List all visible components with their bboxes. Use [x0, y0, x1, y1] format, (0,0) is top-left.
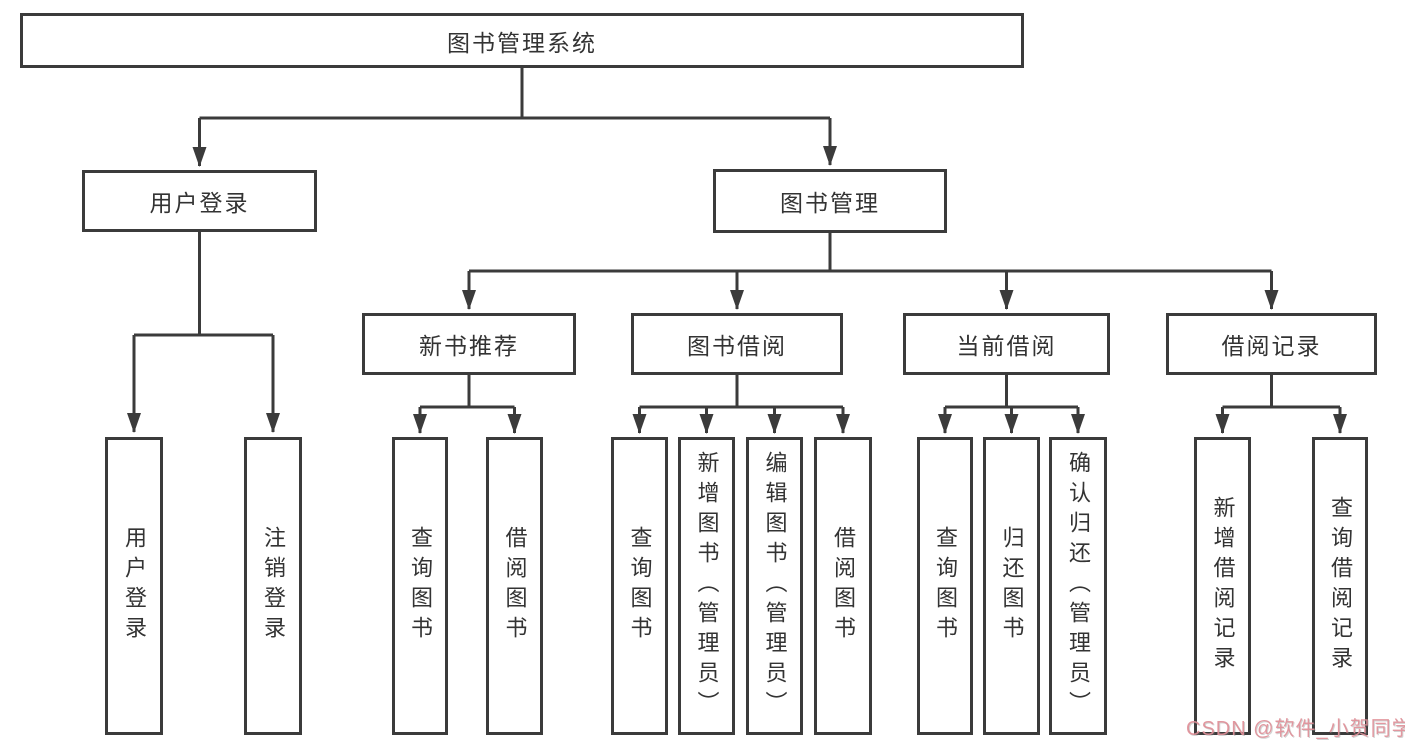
- node-current-borrow-label: 当前借阅: [956, 333, 1057, 359]
- node-user-login: 用户登录: [82, 170, 317, 232]
- leaf-query-borrow-record: 查询借阅记录: [1312, 437, 1368, 735]
- leaf-query-books-current-label: 查询图书: [933, 526, 958, 646]
- leaf-add-books-admin: 新增图书（管理员）: [678, 437, 735, 735]
- csdn-watermark: CSDN @软件_小贺同学: [1186, 718, 1405, 740]
- leaf-query-books-recommend: 查询图书: [392, 437, 448, 735]
- node-book-borrow-label: 图书借阅: [687, 333, 787, 359]
- leaf-user-login-label: 用户登录: [122, 526, 147, 646]
- leaf-query-books-borrow-label: 查询图书: [627, 526, 653, 646]
- leaf-edit-books-admin-label: 编辑图书（管理员）: [762, 451, 788, 721]
- node-current-borrow: 当前借阅: [903, 313, 1110, 375]
- leaf-add-borrow-record-label: 新增借阅记录: [1210, 496, 1236, 676]
- node-book-borrow: 图书借阅: [631, 313, 843, 375]
- leaf-edit-books-admin: 编辑图书（管理员）: [746, 437, 803, 735]
- node-root: 图书管理系统: [20, 13, 1024, 68]
- leaf-borrow-books-recommend: 借阅图书: [486, 437, 543, 735]
- leaf-confirm-return-admin: 确认归还（管理员）: [1049, 437, 1107, 735]
- leaf-confirm-return-admin-label: 确认归还（管理员）: [1066, 451, 1091, 721]
- leaf-add-books-admin-label: 新增图书（管理员）: [694, 451, 720, 721]
- leaf-query-books-recommend-label: 查询图书: [408, 526, 433, 646]
- leaf-logout-label: 注销登录: [261, 526, 286, 646]
- node-new-book-recommend-label: 新书推荐: [419, 333, 519, 359]
- node-root-label: 图书管理系统: [447, 29, 597, 56]
- leaf-user-login: 用户登录: [105, 437, 163, 735]
- node-borrow-records: 借阅记录: [1166, 313, 1377, 375]
- node-book-management-label: 图书管理: [780, 190, 880, 216]
- leaf-borrow-books: 借阅图书: [814, 437, 872, 735]
- leaf-query-books-borrow: 查询图书: [611, 437, 668, 735]
- node-book-management: 图书管理: [713, 169, 947, 233]
- leaf-borrow-books-recommend-label: 借阅图书: [502, 526, 528, 646]
- leaf-query-books-current: 查询图书: [917, 437, 973, 735]
- leaf-borrow-books-label: 借阅图书: [831, 526, 856, 646]
- leaf-return-books-label: 归还图书: [999, 526, 1025, 646]
- leaf-return-books: 归还图书: [983, 437, 1040, 735]
- node-user-login-label: 用户登录: [149, 190, 250, 216]
- leaf-add-borrow-record: 新增借阅记录: [1194, 437, 1251, 735]
- leaf-logout: 注销登录: [244, 437, 302, 735]
- node-new-book-recommend: 新书推荐: [362, 313, 576, 375]
- leaf-query-borrow-record-label: 查询借阅记录: [1328, 496, 1353, 676]
- node-borrow-records-label: 借阅记录: [1221, 333, 1322, 359]
